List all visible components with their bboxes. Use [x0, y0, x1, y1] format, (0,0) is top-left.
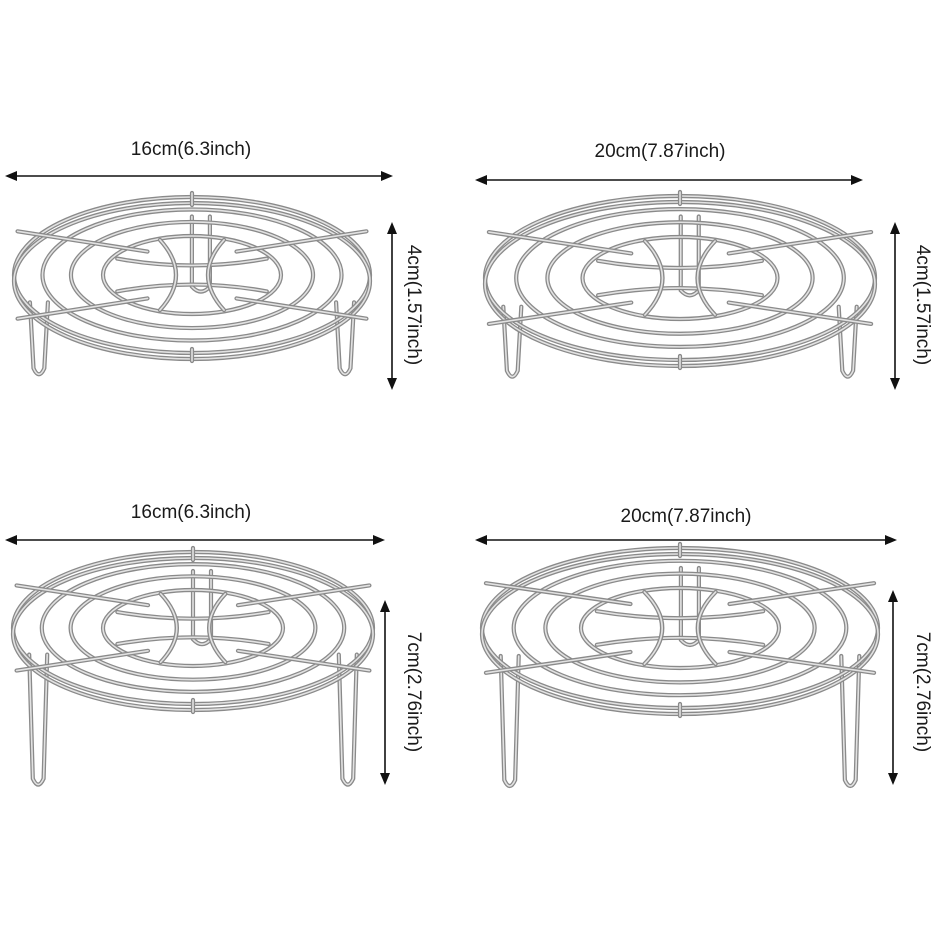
- rack-1-ring-2: [40, 207, 344, 343]
- rack-4-center-arc-right: [695, 589, 718, 667]
- rack-4: [479, 541, 881, 789]
- rack-1-center-arc-bottom: [115, 282, 269, 294]
- rack-1-center-arc-right: [205, 237, 227, 313]
- rack-3-spoke-2: [235, 583, 372, 608]
- rack-1-ring-3: [68, 219, 316, 331]
- rack-3-center-arc-right: [207, 591, 228, 665]
- rack-1-spoke-1: [15, 229, 150, 254]
- rack-4-height-arrow: [888, 590, 898, 785]
- rack-2-ring-2: [514, 207, 846, 349]
- rack-1: [11, 190, 373, 377]
- rack-3-height-label: 7cm(2.76inch): [403, 631, 424, 753]
- rack-3-width-label: 16cm(6.3inch): [130, 502, 252, 523]
- rack-4-height-label: 7cm(2.76inch): [912, 631, 933, 753]
- rack-1-spoke-4: [234, 296, 369, 321]
- rack-4-spoke-1: [483, 581, 633, 607]
- rack-3-leg-2: [336, 652, 359, 787]
- rack-3-spoke-4: [235, 648, 372, 673]
- rack-4-leg-2: [839, 653, 862, 789]
- rack-1-center-arc-left: [157, 237, 179, 313]
- rack-3-height-arrow: [380, 600, 390, 785]
- rack-4-spoke-4: [727, 649, 877, 675]
- rack-1-spoke-2: [234, 229, 369, 254]
- rack-4-leg-1: [498, 653, 521, 789]
- rack-4-center-arc-left: [642, 589, 665, 667]
- rack-1-height-label: 4cm(1.57inch): [403, 244, 424, 366]
- rack-1-height-arrow: [387, 222, 397, 390]
- rack-3-leg-1: [27, 652, 50, 787]
- rack-3-ring-2: [39, 562, 347, 694]
- rack-2-center-arc-left: [642, 239, 665, 317]
- rack-1-center-arc-top: [115, 256, 269, 268]
- rack-1-width-label: 16cm(6.3inch): [130, 139, 252, 160]
- rack-4-ring-2: [511, 558, 849, 698]
- rack-4-spoke-2: [727, 581, 877, 607]
- rack-3-ring-3: [68, 574, 318, 682]
- rack-2-ring-3: [545, 220, 815, 336]
- rack-2-ring-4: [580, 234, 780, 322]
- rack-2-leg-2: [836, 304, 859, 379]
- rack-3-ring-4: [100, 587, 286, 669]
- rack-2-spoke-4: [726, 300, 874, 327]
- rack-2-spoke-3: [486, 300, 634, 327]
- rack-3-spoke-1: [14, 583, 151, 608]
- rack-1-width-arrow: [5, 171, 393, 181]
- rack-4-spoke-3: [483, 649, 633, 675]
- rack-3-center-arc-top: [115, 609, 271, 621]
- rack-2-width-label: 20cm(7.87inch): [594, 141, 726, 162]
- rack-2-height-arrow: [890, 222, 900, 390]
- rack-4-ring-4: [578, 585, 782, 671]
- rack-2-center-arc-right: [695, 239, 718, 317]
- rack-3-spoke-3: [14, 648, 151, 673]
- rack-4-width-label: 20cm(7.87inch): [620, 506, 752, 527]
- rack-4-center-arc-top: [594, 609, 766, 621]
- rack-2: [482, 189, 878, 379]
- rack-4-center-arc-bottom: [594, 635, 766, 647]
- rack-3-center-arc-bottom: [115, 635, 271, 647]
- rack-1-leg-2: [333, 300, 357, 377]
- rack-1-spoke-3: [15, 296, 150, 321]
- rack-3-center-arc-left: [158, 591, 179, 665]
- rack-2-leg-1: [501, 304, 524, 379]
- rack-4-ring-3: [543, 571, 817, 685]
- rack-4-width-arrow: [475, 535, 897, 545]
- rack-3: [10, 545, 376, 787]
- rack-2-spoke-2: [726, 229, 874, 256]
- rack-2-spoke-1: [486, 229, 634, 256]
- rack-1-ring-4: [100, 233, 284, 317]
- rack-2-height-label: 4cm(1.57inch): [912, 244, 933, 366]
- rack-2-center-arc-top: [596, 258, 764, 271]
- rack-2-width-arrow: [475, 175, 863, 185]
- rack-3-width-arrow: [5, 535, 385, 545]
- rack-2-center-arc-bottom: [596, 285, 764, 298]
- rack-1-leg-1: [27, 300, 51, 377]
